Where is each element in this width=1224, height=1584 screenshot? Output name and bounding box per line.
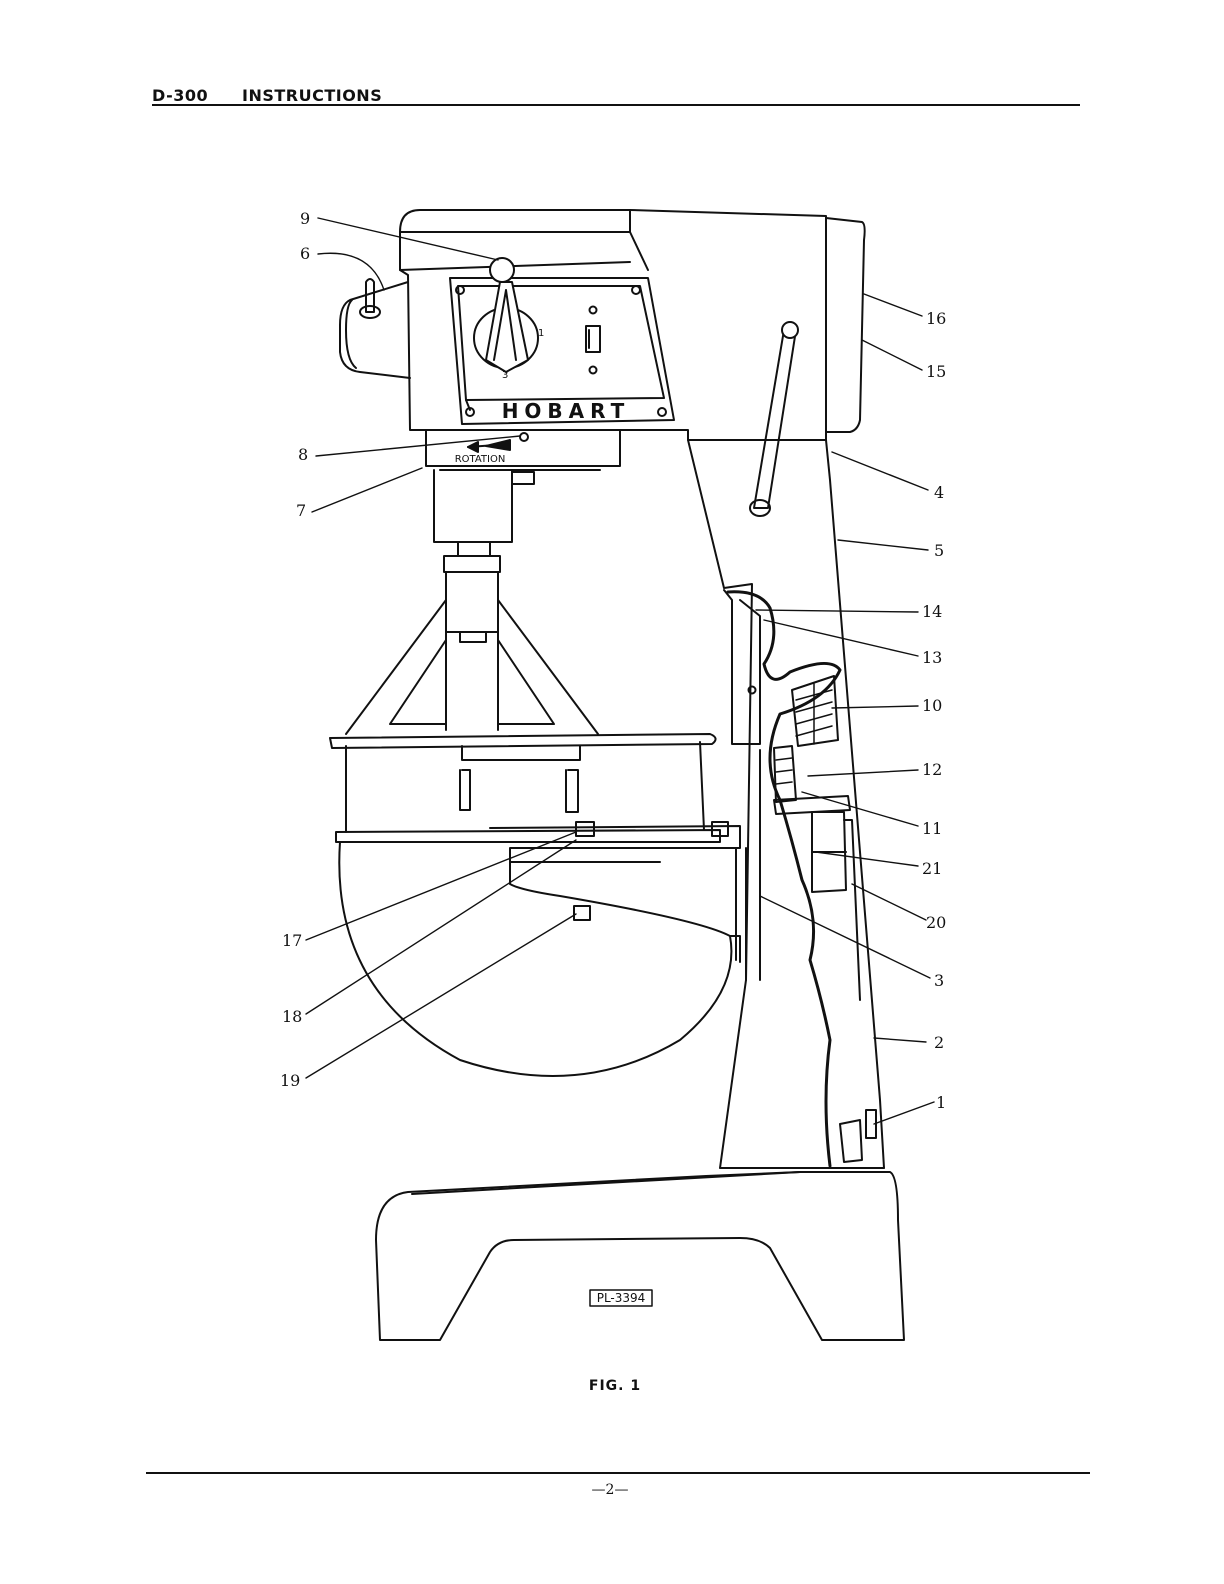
callout-13: 13 xyxy=(922,648,942,667)
callout-numbers: 9 6 8 7 16 15 4 5 14 13 10 12 11 21 20 3… xyxy=(280,209,946,1112)
callout-12: 12 xyxy=(922,760,942,779)
page-number: —2— xyxy=(560,1482,660,1498)
callout-17: 17 xyxy=(282,931,302,950)
speed-mark-3: 3 xyxy=(502,370,508,381)
callout-6: 6 xyxy=(300,244,310,263)
callout-1: 1 xyxy=(936,1093,946,1112)
callout-16: 16 xyxy=(926,309,946,328)
mixer-base: PL-3394 xyxy=(376,1172,904,1340)
callout-8: 8 xyxy=(298,445,308,464)
callout-5: 5 xyxy=(934,541,944,560)
callout-3: 3 xyxy=(934,971,944,990)
speed-control-lever xyxy=(474,258,538,372)
footer-rule xyxy=(146,1472,1090,1474)
rotation-label: ROTATION xyxy=(455,454,506,465)
bowl-lift-handle xyxy=(750,322,798,516)
callout-10: 10 xyxy=(922,696,942,715)
callout-14: 14 xyxy=(922,602,942,621)
speed-mark-1: 1 xyxy=(538,328,544,339)
callout-21: 21 xyxy=(922,859,942,878)
figure-caption: FIG. 1 xyxy=(560,1378,670,1394)
callout-18: 18 xyxy=(282,1007,302,1026)
callout-2: 2 xyxy=(934,1033,944,1052)
mixer-column xyxy=(688,440,884,1168)
callout-9: 9 xyxy=(300,209,310,228)
brand-logo-text: HOBART xyxy=(502,399,631,423)
mixing-bowl xyxy=(330,734,731,1076)
callout-19: 19 xyxy=(280,1071,300,1090)
beater-shaft xyxy=(346,470,598,734)
bowl-support xyxy=(490,822,746,980)
callout-15: 15 xyxy=(926,362,946,381)
plate-number: PL-3394 xyxy=(597,1291,646,1305)
shift-lever xyxy=(360,279,380,318)
callout-7: 7 xyxy=(296,501,306,520)
callout-4: 4 xyxy=(934,483,944,502)
callout-20: 20 xyxy=(926,913,946,932)
callout-11: 11 xyxy=(922,819,942,838)
